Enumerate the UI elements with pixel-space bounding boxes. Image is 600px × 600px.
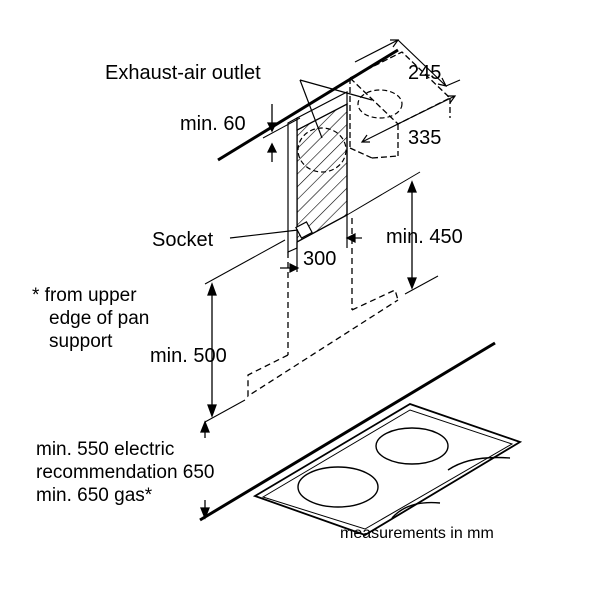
electric-line-2: recommendation 650 [36,462,215,483]
note-line-1: * from upper [32,285,137,306]
exhaust-outlet-leaders [299,79,373,139]
dimension-min-450 [346,171,439,295]
chimney-duct [287,91,348,253]
worktop-line [199,341,496,522]
burner-back-left [375,427,449,465]
socket-outlet [229,221,313,239]
cooktop [252,403,523,536]
dimension-300-label: 300 [303,248,336,270]
ceiling-mount-box [348,51,452,159]
burner-front-left [297,466,379,508]
min-500-label: min. 500 [150,345,227,367]
exhaust-outlet-label: Exhaust-air outlet [105,62,261,84]
electric-line-1: min. 550 electric [36,439,174,460]
note-line-3: support [49,331,113,352]
measurements-note: measurements in mm [340,525,494,542]
dimension-min-60 [262,104,301,162]
burner-front-right [391,501,441,519]
socket-label: Socket [152,229,214,251]
note-line-2: edge of pan [49,308,149,329]
dimension-245 [354,39,461,87]
gas-line: min. 650 gas* [36,485,153,506]
burner-back-right [447,456,511,471]
dimension-335 [360,95,457,143]
min-60-label: min. 60 [180,113,246,135]
dimension-min-550 [200,420,210,520]
dimension-335-label: 335 [408,127,441,149]
min-450-label: min. 450 [386,226,463,248]
exhaust-outlet-openings [297,89,403,173]
dimension-min-500 [204,239,286,423]
dimension-245-label: 245 [408,62,441,84]
hood-canopy-outline [247,218,399,398]
